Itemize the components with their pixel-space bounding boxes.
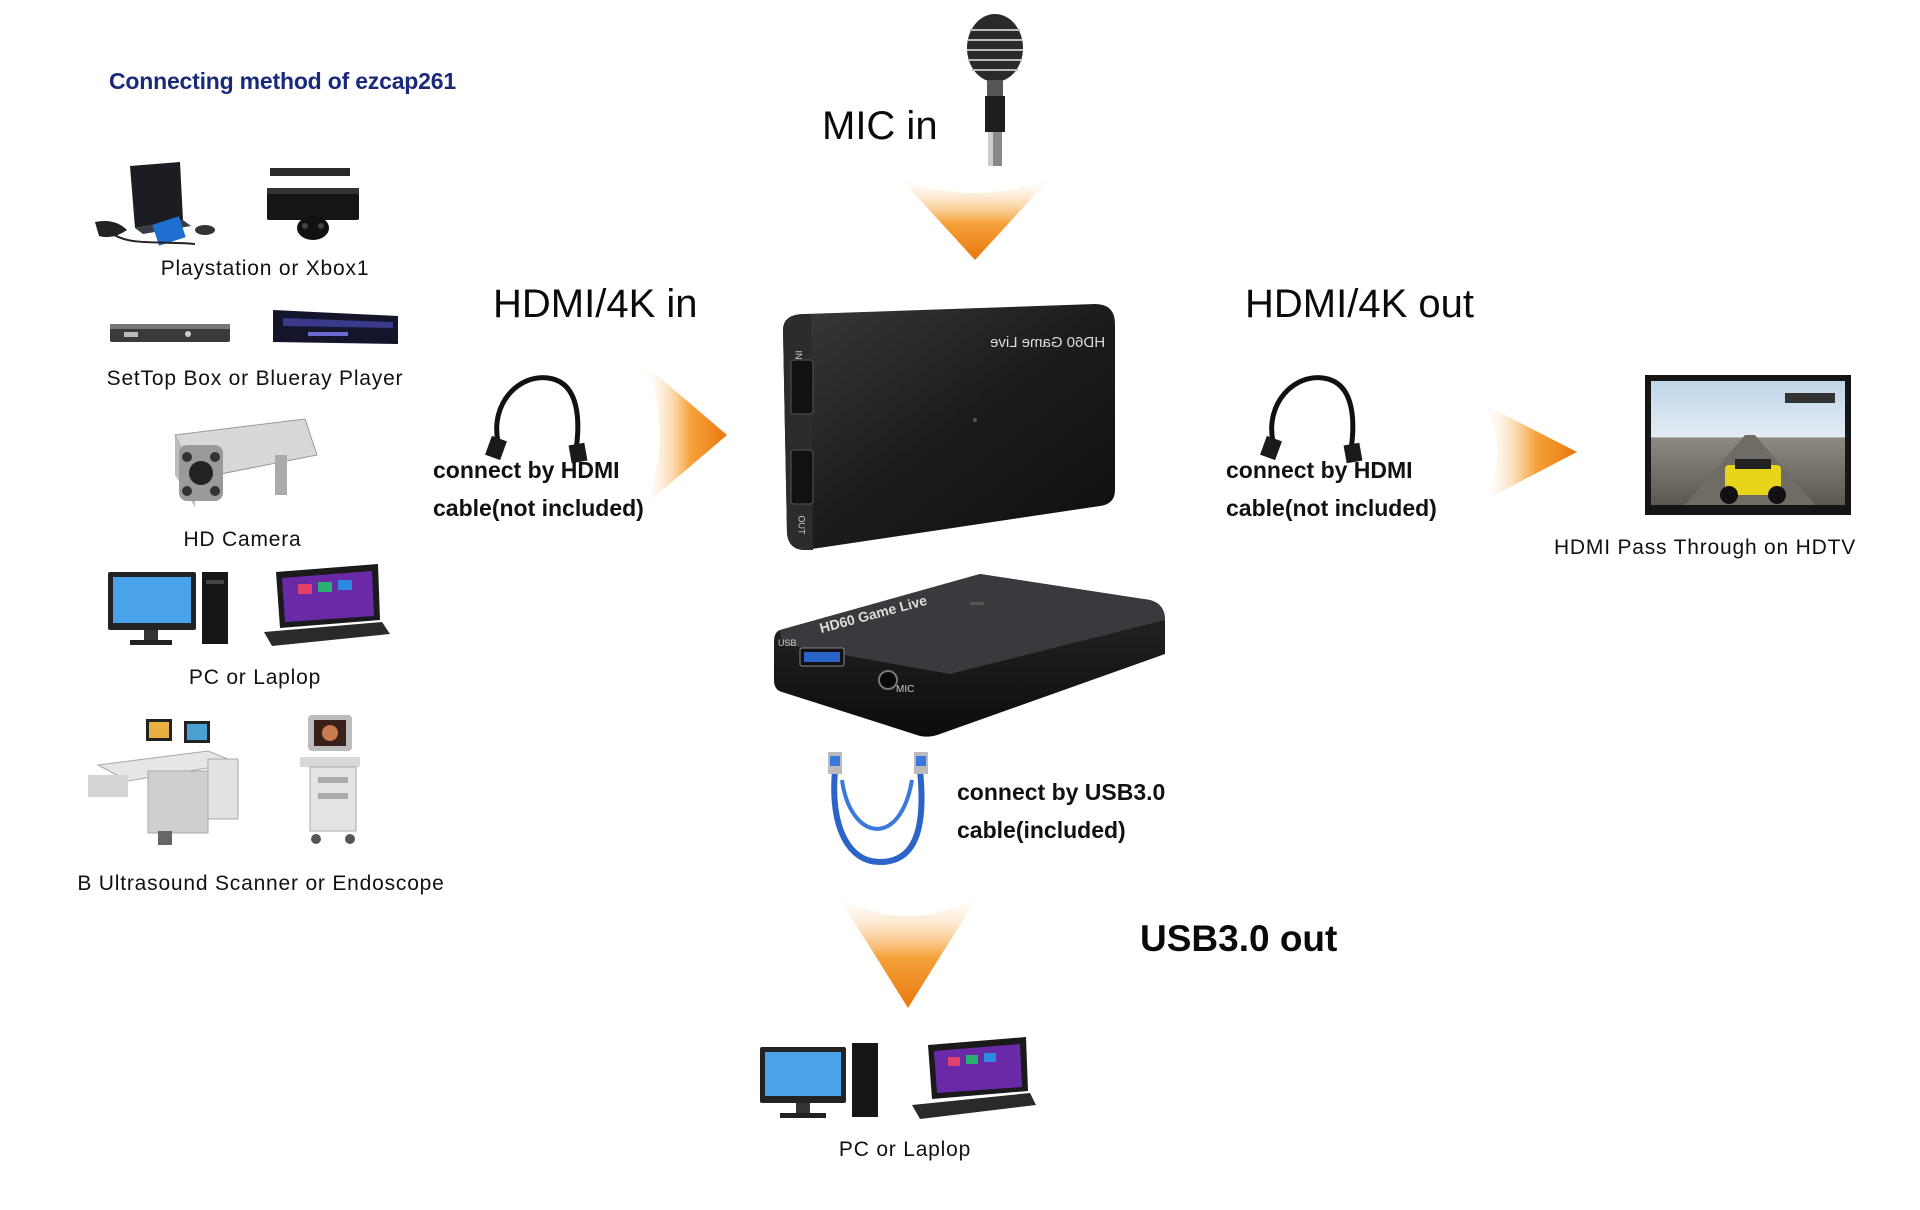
usb-cable-text: connect by USB3.0 cable(included) [957,773,1165,849]
microphone-icon [960,10,1030,170]
arrow-down-mic-icon [900,178,1050,263]
desktop-pc-icon [108,572,228,645]
console-icons [95,160,375,250]
output-desktop-pc-icon [760,1043,878,1118]
hdtv-label: HDMI Pass Through on HDTV [1553,536,1857,559]
output-pc-label: PC or Laplop [838,1138,972,1161]
usb-cable-line2: cable(included) [957,817,1126,843]
hdmi-cable-in-icon [480,372,600,464]
hdmi-out-cable-text: connect by HDMI cable(not included) [1226,451,1437,527]
settop-box-icon [110,324,230,342]
hdmi-out-label: HDMI/4K out [1245,282,1474,326]
source-label-camera: HD Camera [183,528,302,551]
hdmi-in-cable-text: connect by HDMI cable(not included) [433,451,644,527]
playstation-icon [95,162,215,246]
settop-icons [108,302,408,362]
source-label-pc: PC or Laplop [188,666,322,689]
hdmi-in-cable-line2: cable(not included) [433,495,644,521]
device-port-mic-label: MIC [896,684,915,695]
ultrasound-scanner-icon [88,719,240,845]
arrow-right-hdmi-out-icon [1485,405,1580,500]
xbox-icon [267,168,359,240]
capture-device-back [770,570,1170,740]
usb-out-label: USB3.0 out [1140,918,1338,959]
device-port-out-label: OUT [796,515,807,535]
usb-cable-icon [820,750,940,870]
medical-icons [88,705,388,855]
pc-laptop-icons-output [760,1035,1040,1125]
capture-device-front [775,300,1120,555]
source-label-console: Playstation or Xbox1 [160,257,370,280]
device-port-usb-label: USB [778,638,797,648]
usb-cable-line1: connect by USB3.0 [957,779,1166,805]
hdmi-cable-out-icon [1255,372,1375,464]
bluray-player-icon [273,310,398,344]
device-brand-top: HD60 Game Live [990,334,1106,351]
hdmi-out-cable-line2: cable(not included) [1226,495,1437,521]
device-port-in-label: IN [793,350,804,360]
laptop-icon [264,564,390,646]
endoscope-icon [300,715,360,844]
hd-camera-icon [165,415,325,515]
mic-in-label: MIC in [822,104,938,148]
hdmi-in-cable-line1: connect by HDMI [433,457,620,483]
source-label-medical: B Ultrasound Scanner or Endoscope [77,872,445,895]
hdtv-icon [1645,373,1855,518]
arrow-down-usb-icon [838,896,978,1011]
output-laptop-icon [912,1037,1036,1119]
diagram-title: Connecting method of ezcap261 [109,68,456,94]
hdmi-out-cable-line1: connect by HDMI [1226,457,1413,483]
pc-laptop-icons-left [108,560,390,660]
source-label-settop: SetTop Box or Blueray Player [106,367,404,390]
hdmi-in-label: HDMI/4K in [493,282,698,326]
arrow-right-hdmi-in-icon [645,365,730,505]
